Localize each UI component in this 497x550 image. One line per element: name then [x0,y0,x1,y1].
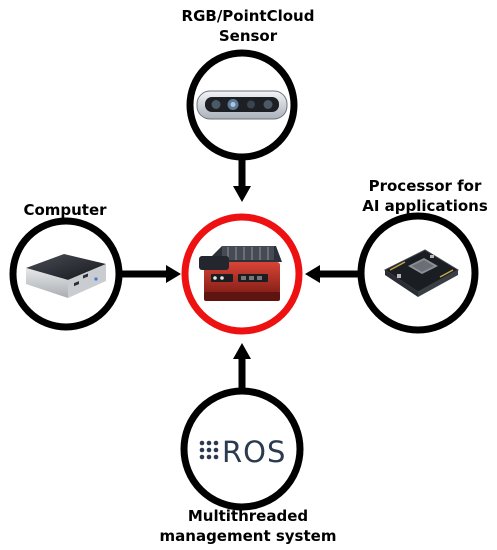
management-label-line1: Multithreaded [187,507,309,525]
arrow-bottom-to-center [233,343,251,388]
ai-board-icon [384,249,459,297]
computer-label-line1: Computer [23,201,107,219]
sensor-label-line2: Sensor [218,27,278,45]
ros-logo-text: ROS [222,435,286,469]
sensor-label: RGB/PointCloud Sensor [148,6,348,46]
mini-pc-icon [26,254,106,298]
management-label-line2: management system [159,527,337,545]
processor-label-line1: Processor for [368,177,482,195]
ros-ring [180,387,304,511]
depth-camera-icon [196,90,288,120]
processor-label-line2: AI applications [362,197,488,215]
sensor-label-line1: RGB/PointCloud [181,7,315,25]
ros-logo-icon: ROS [199,435,286,469]
robot-rover-icon [199,246,282,301]
arrow-left-to-center [122,265,181,283]
processor-label: Processor for AI applications [355,176,495,216]
arrow-top-to-center [233,155,251,202]
computer-label: Computer [10,200,120,220]
arrow-right-to-center [305,265,358,283]
management-label: Multithreaded management system [148,506,348,546]
